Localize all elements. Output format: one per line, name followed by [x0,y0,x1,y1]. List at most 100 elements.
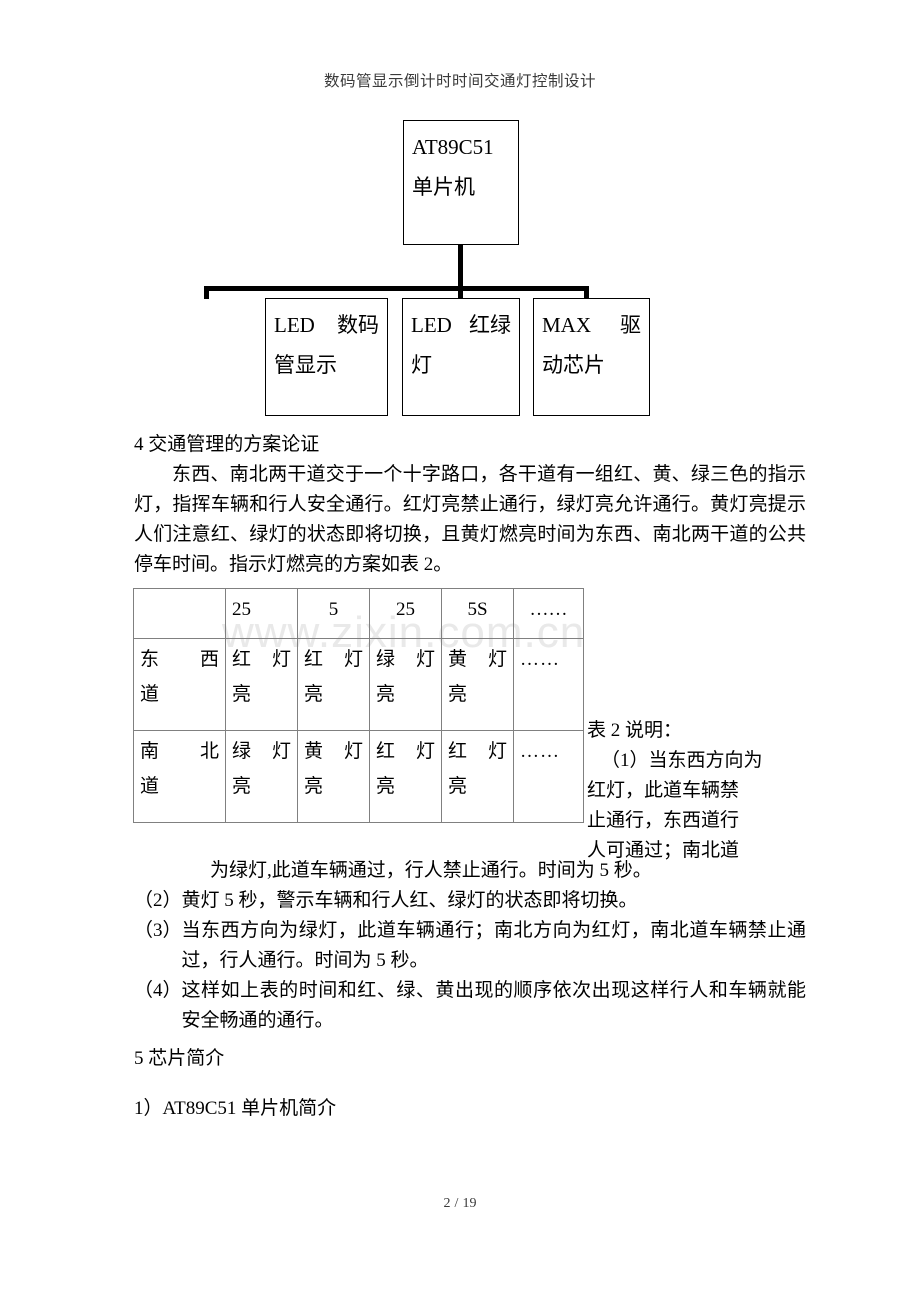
diagram-box-traffic-lamp-line1: LED 红绿 [411,305,511,345]
table2-row-ns: 南 北 道 绿 灯 亮 黄 [133,730,584,823]
table2-row-ew-label-b: 西 [199,649,219,670]
table2-row-ns-cell-4-b: 灯 [487,741,507,762]
table2-row-ns-cell-1-a: 绿 [232,741,252,762]
connector-drop-left [204,286,209,299]
diagram-box-mcu-line2: 单片机 [412,175,475,199]
table2-row-ns-cell-5: …… [513,730,584,823]
running-header: 数码管显示倒计时时间交通灯控制设计 [323,73,596,90]
table2-header-cell-5: …… [513,588,584,639]
table2-row-ew-cell-3-b: 灯 [415,649,435,670]
table2-row-ns-cell-2: 黄 灯 亮 [297,730,370,823]
table2-row-ew-cell-2-b: 灯 [343,649,363,670]
table2-row-ns-cell-3-a: 红 [376,741,396,762]
connector-drop-right [584,286,589,299]
table2-row-ns-cell-4-a: 红 [448,741,468,762]
table2-row-ns-cell-2-b: 灯 [343,741,363,762]
diagram-box-max-driver-line2: 动芯片 [542,353,605,377]
footer-total-pages: 19 [462,1196,477,1211]
note-continuation: 为绿灯,此道车辆通过，行人禁止通行。时间为 5 秒。 [210,860,652,881]
note-item-3-text: 当东西方向为绿灯，此道车辆通行；南北方向为红灯，南北道车辆禁止通过，行人通行。时… [181,920,806,971]
side-note-line2: （1）当东西方向为 [601,750,763,771]
table2-row-ew-cell-4-a: 黄 [448,649,468,670]
table2-header-cell-0 [133,588,226,639]
note-item-2-number: （2） [134,890,182,911]
diagram-box-traffic-lamp: LED 红绿 灯 [402,298,520,416]
table2-row-ew-cell-5: …… [513,638,584,731]
table2-row-ew-cell-3-a: 绿 [376,649,396,670]
footer-separator: / [454,1196,459,1211]
connector-drop-center [458,286,463,299]
table2-row-ew-label-a: 东 [140,649,160,670]
diagram-box-max-driver-line1-b: 驱 [620,313,641,337]
table2-row-ns-cell-3: 红 灯 亮 [369,730,442,823]
side-note-line5: 人可通过；南北道 [587,840,740,861]
table2-header-row: 25 5 25 5S …… [133,588,584,639]
table2-row-ns-label: 南 北 道 [133,730,226,823]
table2-row-ns-cell-2-a: 黄 [304,741,324,762]
table2-row-ew-cell-2-a: 红 [304,649,324,670]
diagram-box-led-display-line1: LED 数码 [274,305,379,345]
table2-row-ns-cell-3-b: 灯 [415,741,435,762]
table2-wrapper: 25 5 25 5S …… 东 西 道 [133,588,584,823]
table2-row-ew-cell-1-b: 灯 [271,649,291,670]
note-item-4-number: （4） [134,980,182,1001]
table2-row-ew-cell-2-c: 亮 [304,684,324,705]
side-note-line3: 红灯，此道车辆禁 [587,780,740,801]
table2-row-ns-cell-1-c: 亮 [232,776,252,797]
table2-header-cell-1: 25 [225,588,298,639]
table2-row-ew-label-c: 道 [140,684,160,705]
table2-row-ew-cell-1: 红 灯 亮 [225,638,298,731]
notes-list: 为绿灯,此道车辆通过，行人禁止通行。时间为 5 秒。 （2） 黄灯 5 秒，警示… [134,856,806,1036]
connector-stem [458,245,463,290]
table2-row-ew-cell-3-c: 亮 [376,684,396,705]
table2-row-ew-label: 东 西 道 [133,638,226,731]
diagram-box-max-driver: MAX 驱 动芯片 [533,298,650,416]
side-note-line1: 表 2 说明： [587,720,683,741]
table2-row-ew-cell-1-a: 红 [232,649,252,670]
table2-row-ns-cell-2-c: 亮 [304,776,324,797]
table2-row-ns-cell-1: 绿 灯 亮 [225,730,298,823]
note-item-4: （4） 这样如上表的时间和红、绿、黄出现的顺序依次出现这样行人和车辆就能安全畅通… [134,976,806,1036]
diagram-box-mcu: AT89C51 单片机 [403,120,519,245]
section4-paragraph: 东西、南北两干道交于一个十字路口，各干道有一组红、黄、绿三色的指示灯，指挥车辆和… [134,464,806,575]
table2-header-cell-4: 5S [441,588,514,639]
section4-heading: 4 交通管理的方案论证 [134,434,320,455]
table2-row-ew-cell-4-c: 亮 [448,684,468,705]
table2-row-ew-cell-1-c: 亮 [232,684,252,705]
table2-row-ns-label-b: 北 [199,741,219,762]
system-block-diagram: AT89C51 单片机 LED 数码 管显示 LED 红绿 灯 MAX 驱 [0,0,920,430]
note-item-4-text: 这样如上表的时间和红、绿、黄出现的顺序依次出现这样行人和车辆就能安全畅通的通行。 [181,980,806,1031]
diagram-box-mcu-line1: AT89C51 [412,135,494,159]
note-item-3-number: （3） [134,920,182,941]
diagram-box-led-display-line1-b: 数码 [337,313,379,337]
table2-row-ns-cell-4-c: 亮 [448,776,468,797]
table2-row-ew: 东 西 道 红 灯 亮 红 [133,638,584,731]
note-item-2: （2） 黄灯 5 秒，警示车辆和行人红、绿灯的状态即将切换。 [134,886,806,916]
table2-header-cell-2: 5 [297,588,370,639]
table2-side-note: 表 2 说明： （1）当东西方向为 红灯，此道车辆禁 止通行，东西道行 人可通过… [587,716,807,866]
table2-row-ns-cell-4: 红 灯 亮 [441,730,514,823]
section5-subheading: 1）AT89C51 单片机简介 [134,1098,337,1119]
table2-row-ew-cell-4: 黄 灯 亮 [441,638,514,731]
diagram-box-led-display: LED 数码 管显示 [265,298,388,416]
page-footer: 2/19 [0,1196,920,1212]
table2-row-ns-cell-1-b: 灯 [271,741,291,762]
diagram-box-led-display-line1-a: LED [274,313,315,337]
section5-heading: 5 芯片简介 [134,1048,225,1069]
note-item-2-text: 黄灯 5 秒，警示车辆和行人红、绿灯的状态即将切换。 [181,890,638,911]
diagram-box-max-driver-line1-a: MAX [542,313,592,337]
table2: 25 5 25 5S …… 东 西 道 [133,588,584,823]
table2-row-ew-cell-4-b: 灯 [487,649,507,670]
footer-page-number: 2 [443,1196,451,1211]
note-item-3: （3） 当东西方向为绿灯，此道车辆通行；南北方向为红灯，南北道车辆禁止通过，行人… [134,916,806,976]
side-note-line4: 止通行，东西道行 [587,810,740,831]
diagram-box-led-display-line2: 管显示 [274,353,337,377]
diagram-box-traffic-lamp-line2: 灯 [411,353,432,377]
table2-header-cell-3: 25 [369,588,442,639]
table2-row-ns-label-a: 南 [140,741,160,762]
table2-row-ns-cell-3-c: 亮 [376,776,396,797]
table2-row-ew-cell-2: 红 灯 亮 [297,638,370,731]
table2-row-ew-cell-3: 绿 灯 亮 [369,638,442,731]
connector-bus [204,286,589,291]
